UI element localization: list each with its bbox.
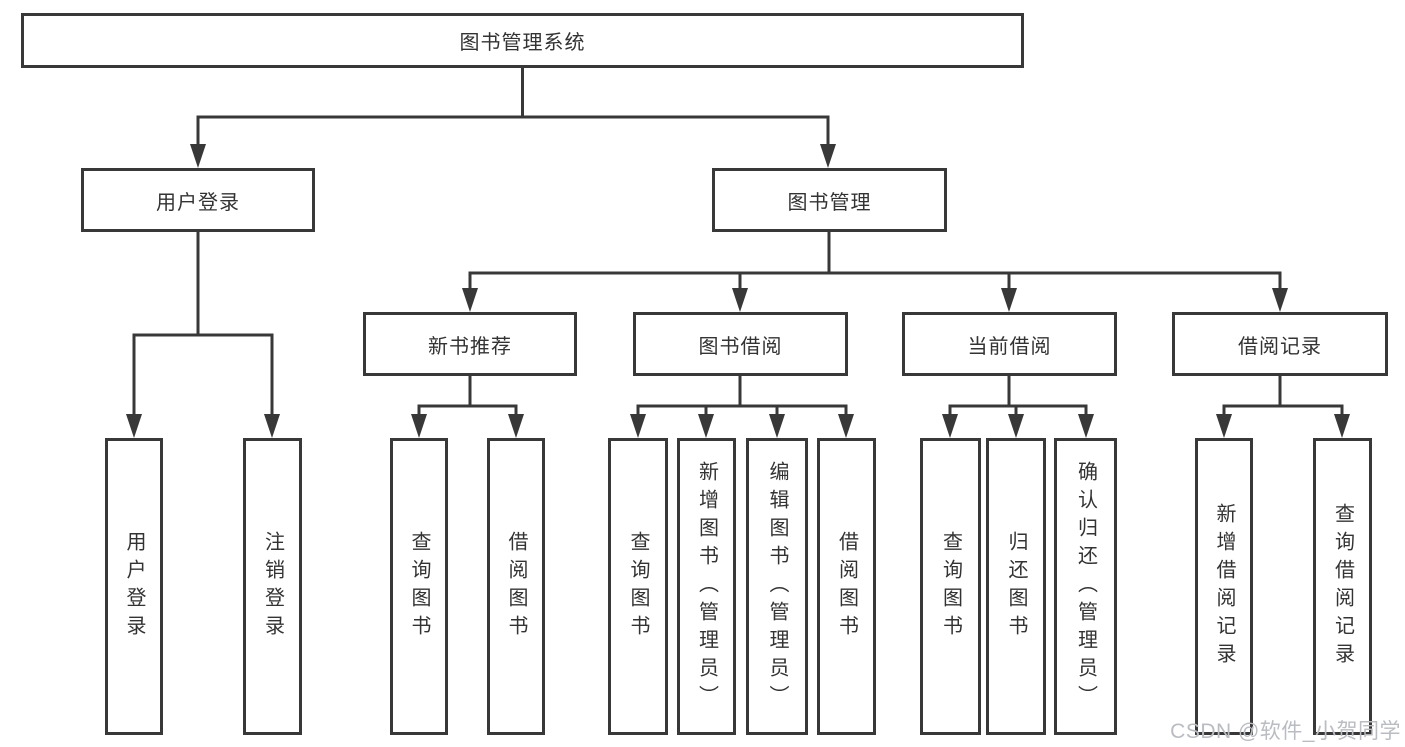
node-return-book: 归还图书 <box>986 438 1046 735</box>
node-library-system: 图书管理系统 <box>21 13 1024 68</box>
node-label: 查询图书 <box>939 530 962 643</box>
node-label: 归还图书 <box>1005 530 1027 643</box>
node-query-books-current: 查询图书 <box>920 438 981 735</box>
node-add-book-admin: 新增图书（管理员） <box>677 438 736 735</box>
node-label: 编辑图书（管理员） <box>766 460 788 713</box>
node-label: 查询图书 <box>627 530 649 643</box>
node-new-book-recommend: 新书推荐 <box>363 312 577 376</box>
node-add-borrow-record: 新增借阅记录 <box>1195 438 1253 735</box>
node-query-books-borrow: 查询图书 <box>608 438 668 735</box>
node-label: 借阅图书 <box>835 530 858 643</box>
node-label: 查询图书 <box>408 530 430 643</box>
node-label: 借阅图书 <box>505 530 527 643</box>
node-label: 新书推荐 <box>428 335 512 358</box>
node-label: 当前借阅 <box>967 335 1052 358</box>
node-label: 查询借阅记录 <box>1331 502 1354 671</box>
node-label: 图书管理系统 <box>459 32 586 54</box>
node-label: 图书管理 <box>787 191 872 214</box>
node-label: 用户登录 <box>123 530 145 643</box>
node-label: 注销登录 <box>261 530 284 643</box>
node-borrow-books-leaf: 借阅图书 <box>817 438 876 735</box>
node-label: 新增图书（管理员） <box>695 460 718 713</box>
node-label: 用户登录 <box>156 191 240 214</box>
node-user-login: 用户登录 <box>81 168 315 232</box>
node-borrow-books-recommend: 借阅图书 <box>487 438 545 735</box>
arrowheads <box>126 144 1350 438</box>
node-book-borrow: 图书借阅 <box>633 312 848 376</box>
node-label: 借阅记录 <box>1238 335 1322 358</box>
node-query-books-recommend: 查询图书 <box>390 438 448 735</box>
node-logout: 注销登录 <box>243 438 302 735</box>
node-label: 新增借阅记录 <box>1213 502 1235 671</box>
node-edit-book-admin: 编辑图书（管理员） <box>746 438 808 735</box>
node-borrow-records: 借阅记录 <box>1172 312 1388 376</box>
node-book-management: 图书管理 <box>712 168 947 232</box>
node-label: 图书借阅 <box>698 335 783 358</box>
node-label: 确认归还（管理员） <box>1074 460 1097 713</box>
node-confirm-return-admin: 确认归还（管理员） <box>1054 438 1117 735</box>
node-current-borrow: 当前借阅 <box>902 312 1117 376</box>
watermark: CSDN @软件_小贺同学 <box>1170 720 1401 743</box>
node-user-login-leaf: 用户登录 <box>105 438 163 735</box>
node-query-borrow-record: 查询借阅记录 <box>1313 438 1372 735</box>
